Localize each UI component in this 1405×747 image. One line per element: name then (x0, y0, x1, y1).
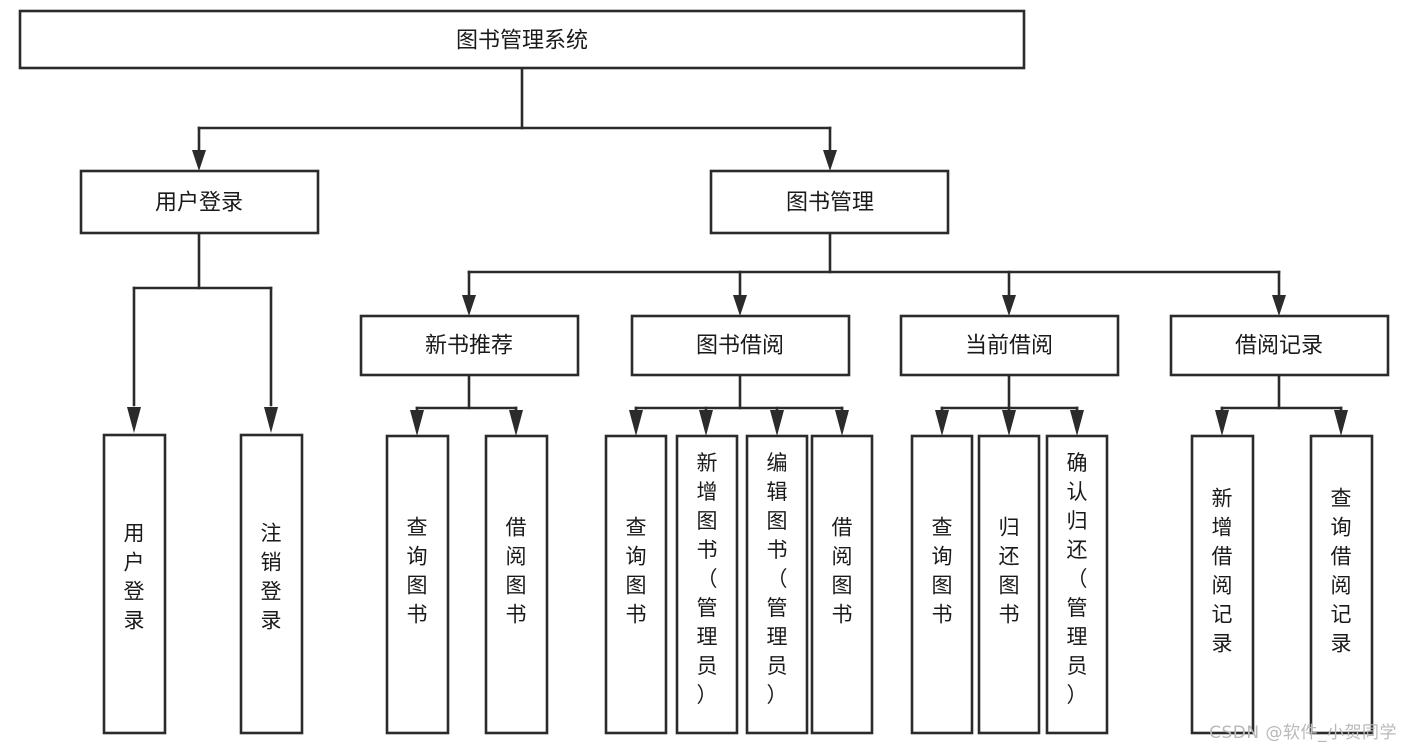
node-new-book-recommend[interactable]: 新书推荐 (359, 314, 580, 377)
arrowhead-leaf-return-book (1002, 410, 1016, 436)
arrowhead-leaf-add-book (699, 410, 713, 436)
arrowhead-leaf-add-record (1215, 410, 1229, 436)
node-leaf-return-book-box[interactable] (977, 434, 1041, 735)
node-borrow-record-label: 借阅记录 (1235, 334, 1323, 359)
arrowhead-current-borrow (1002, 295, 1016, 316)
node-leaf-query-record-label: 查询借阅记录 (1331, 487, 1352, 656)
node-current-borrow-box[interactable] (899, 314, 1120, 377)
arrowhead-leaf-user-login (127, 407, 141, 433)
node-book-management[interactable]: 图书管理 (709, 169, 950, 235)
node-borrow-record-box[interactable] (1169, 314, 1390, 377)
node-borrow-record[interactable]: 借阅记录 (1169, 314, 1390, 377)
node-leaf-add-book-label: 新增图书（管理员） (697, 451, 718, 707)
node-book-management-box[interactable] (709, 169, 950, 235)
node-leaf-borrow-book-2-label: 借阅图书 (832, 516, 853, 627)
node-new-book-recommend-box[interactable] (359, 314, 580, 377)
node-user-login[interactable]: 用户登录 (79, 169, 320, 235)
arrowhead-leaf-query-book-1 (410, 410, 424, 436)
node-leaf-borrow-book-2[interactable]: 借阅图书 (810, 434, 874, 735)
node-new-book-recommend-label: 新书推荐 (425, 334, 513, 359)
connector-layer (127, 66, 1348, 436)
arrowhead-user-login (192, 150, 206, 171)
arrowhead-leaf-query-book-3 (935, 410, 949, 436)
node-leaf-query-book-2-label: 查询图书 (626, 516, 647, 627)
arrowhead-borrow-record (1272, 295, 1286, 316)
node-leaf-confirm-return[interactable]: 确认归还（管理员） (1045, 434, 1109, 735)
arrowhead-book-management (823, 150, 837, 171)
leaf-nodes-layer: 用户登录 注销登录 查询图书 借阅图书 查询图书 新增图书（管理员） (102, 433, 1374, 735)
node-leaf-user-login-box[interactable] (102, 433, 167, 735)
node-leaf-confirm-return-box[interactable] (1045, 434, 1109, 735)
node-leaf-borrow-book-1-box[interactable] (484, 434, 549, 735)
node-leaf-query-book-2-box[interactable] (604, 434, 668, 735)
arrowhead-leaf-query-book-2 (629, 410, 643, 436)
arrowhead-leaf-confirm-return (1070, 410, 1084, 436)
node-leaf-user-login[interactable]: 用户登录 (102, 433, 167, 735)
node-leaf-add-record[interactable]: 新增借阅记录 (1190, 434, 1255, 735)
node-book-borrow-box[interactable] (630, 314, 851, 377)
node-leaf-logout-box[interactable] (239, 433, 304, 735)
node-leaf-borrow-book-2-box[interactable] (810, 434, 874, 735)
node-leaf-borrow-book-1-label: 借阅图书 (506, 516, 527, 627)
arrowhead-leaf-borrow-book-2 (835, 410, 849, 436)
arrowhead-leaf-query-record (1334, 410, 1348, 436)
node-leaf-add-record-label: 新增借阅记录 (1212, 487, 1233, 656)
node-leaf-logout[interactable]: 注销登录 (239, 433, 304, 735)
node-leaf-query-book-1-label: 查询图书 (407, 516, 428, 627)
node-leaf-return-book[interactable]: 归还图书 (977, 434, 1041, 735)
arrowhead-new-book-recommend (462, 295, 476, 316)
node-leaf-add-record-box[interactable] (1190, 434, 1255, 735)
arrowhead-leaf-borrow-book-1 (509, 410, 523, 436)
node-leaf-edit-book[interactable]: 编辑图书（管理员） (745, 434, 809, 735)
node-leaf-query-book-3-label: 查询图书 (932, 516, 953, 627)
node-book-borrow[interactable]: 图书借阅 (630, 314, 851, 377)
node-user-login-label: 用户登录 (155, 191, 243, 216)
node-leaf-query-book-1-box[interactable] (385, 434, 450, 735)
node-leaf-edit-book-label: 编辑图书（管理员） (767, 451, 788, 707)
node-leaf-query-book-3[interactable]: 查询图书 (910, 434, 974, 735)
node-root[interactable]: 图书管理系统 (18, 9, 1026, 70)
node-leaf-add-book[interactable]: 新增图书（管理员） (675, 434, 739, 735)
node-root-label: 图书管理系统 (456, 29, 588, 54)
node-leaf-query-book-3-box[interactable] (910, 434, 974, 735)
arrowhead-leaf-edit-book (770, 410, 784, 436)
node-leaf-query-book-2[interactable]: 查询图书 (604, 434, 668, 735)
node-leaf-borrow-book-1[interactable]: 借阅图书 (484, 434, 549, 735)
node-leaf-add-book-box[interactable] (675, 434, 739, 735)
node-current-borrow[interactable]: 当前借阅 (899, 314, 1120, 377)
arrowhead-book-borrow (733, 295, 747, 316)
node-leaf-query-record-box[interactable] (1309, 434, 1374, 735)
arrowhead-leaf-logout (264, 407, 278, 433)
node-leaf-confirm-return-label: 确认归还（管理员） (1067, 451, 1088, 707)
node-leaf-edit-book-box[interactable] (745, 434, 809, 735)
node-book-management-label: 图书管理 (786, 191, 874, 216)
node-current-borrow-label: 当前借阅 (965, 334, 1053, 359)
node-leaf-return-book-label: 归还图书 (999, 516, 1020, 627)
node-leaf-logout-label: 注销登录 (261, 522, 282, 633)
node-leaf-query-record[interactable]: 查询借阅记录 (1309, 434, 1374, 735)
node-book-borrow-label: 图书借阅 (696, 334, 784, 359)
node-user-login-box[interactable] (79, 169, 320, 235)
node-root-box[interactable] (18, 9, 1026, 70)
node-leaf-query-book-1[interactable]: 查询图书 (385, 434, 450, 735)
node-leaf-user-login-label: 用户登录 (124, 522, 145, 633)
